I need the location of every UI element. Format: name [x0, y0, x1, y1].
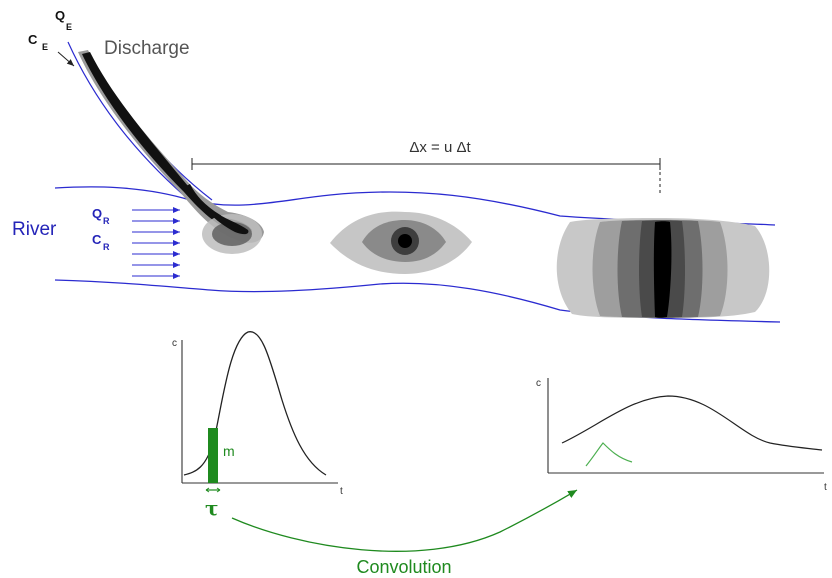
tau-label: τ [205, 496, 218, 520]
left-t-axis-label: t [340, 486, 343, 497]
convolution-arrow [231, 489, 578, 552]
qr-cr-labels: Q R C R [92, 206, 110, 252]
cr-label: C [92, 232, 102, 247]
ce-subscript: E [42, 42, 48, 52]
source-concentration-plot: c t m τ [172, 331, 343, 520]
left-pulse-curve [183, 331, 327, 476]
right-t-axis-label: t [824, 482, 827, 493]
delta-x-marker [191, 158, 661, 196]
right-c-axis-label: c [536, 378, 541, 389]
downstream-concentration-plot: c t [536, 378, 827, 493]
river-label: River [12, 219, 57, 240]
discharge-plume [78, 50, 264, 254]
left-mass-slice [208, 428, 218, 483]
qe-label: Q [55, 8, 65, 23]
middle-plume [330, 211, 472, 274]
river-inflow-arrows [132, 207, 180, 279]
downstream-plume [556, 218, 770, 318]
qr-subscript: R [103, 216, 110, 226]
qe-subscript: E [66, 22, 72, 32]
convolution-label: Convolution [356, 557, 451, 577]
right-small-green-pulse [585, 442, 633, 467]
right-spread-curve [561, 395, 823, 451]
cr-subscript: R [103, 242, 110, 252]
discharge-label: Discharge [104, 38, 190, 59]
left-c-axis-label: c [172, 338, 177, 349]
m-label: m [223, 443, 235, 459]
delta-x-label: Δx = u Δt [409, 139, 471, 156]
input-arrow [57, 51, 75, 67]
ce-qe-labels: C E Q E [28, 8, 72, 52]
ce-label: C [28, 32, 38, 47]
qr-label: Q [92, 206, 102, 221]
